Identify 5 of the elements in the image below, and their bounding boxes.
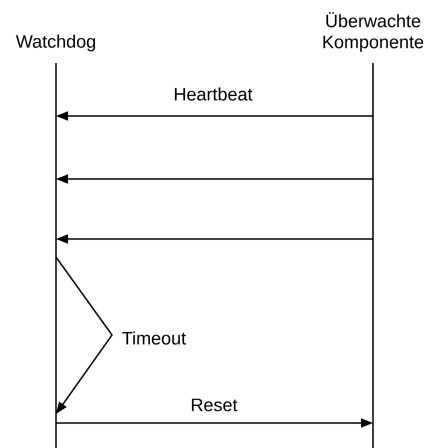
edge-label: Timeout — [122, 331, 186, 345]
edge-label: Heartbeat — [174, 87, 252, 101]
edge-label: Reset — [192, 398, 238, 412]
participant-label: Watchdog — [16, 34, 96, 52]
participant-label: Überwachte Komponente — [323, 12, 424, 52]
